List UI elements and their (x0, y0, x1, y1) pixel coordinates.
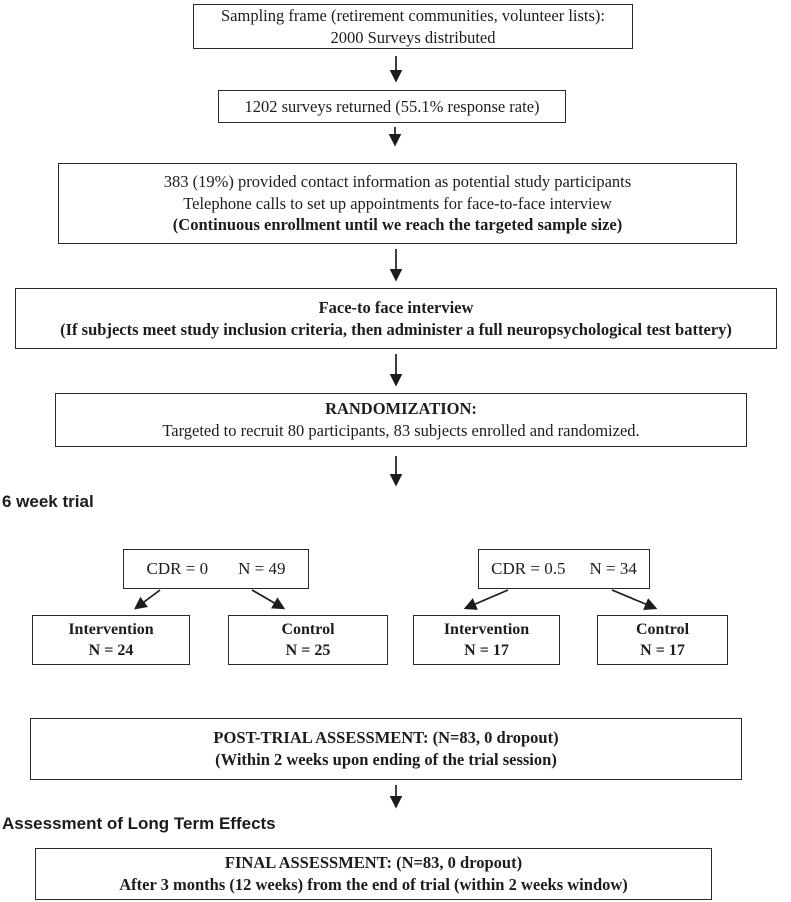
final-assessment-box: FINAL ASSESSMENT: (N=83, 0 dropout) Afte… (35, 848, 712, 900)
arm-box-cdr05-intervention: Intervention N = 17 (413, 615, 560, 665)
interview-line1: Face-to face interview (318, 297, 474, 317)
arm-name: Intervention (68, 620, 154, 638)
post-trial-assessment-box: POST-TRIAL ASSESSMENT: (N=83, 0 dropout)… (30, 718, 742, 780)
arm-n: N = 17 (640, 642, 685, 659)
contact-info-line1: 383 (19%) provided contact information a… (163, 171, 632, 191)
sampling-frame-line1: Sampling frame (retirement communities, … (221, 5, 605, 25)
arrow-cdr05-control (611, 589, 658, 610)
randomization-box: RANDOMIZATION: Targeted to recruit 80 pa… (55, 393, 747, 447)
section-label-6-week-trial: 6 week trial (2, 492, 94, 511)
cdr05-label: CDR = 0.5 (491, 558, 566, 578)
cdr0-label: CDR = 0 (146, 558, 209, 578)
cdr05-n: N = 34 (589, 558, 637, 578)
arm-name: Control (281, 620, 335, 638)
final-line1: FINAL ASSESSMENT: (N=83, 0 dropout) (224, 853, 523, 873)
arrow-cdr05-intervention (463, 589, 509, 610)
cdr0-box: CDR = 0 N = 49 (123, 549, 309, 589)
contact-info-line2: Telephone calls to set up appointments f… (183, 193, 612, 213)
interview-box: Face-to face interview (If subjects meet… (15, 288, 777, 349)
arm-name: Intervention (443, 620, 530, 638)
arm-n: N = 25 (285, 642, 331, 659)
arm-box-cdr05-control: Control N = 17 (597, 615, 728, 665)
interview-line2: (If subjects meet study inclusion criter… (60, 319, 732, 339)
arm-n: N = 17 (464, 642, 509, 659)
sampling-frame-box: Sampling frame (retirement communities, … (193, 4, 633, 49)
sampling-frame-line2: 2000 Surveys distributed (330, 27, 496, 47)
post-trial-line2: (Within 2 weeks upon ending of the trial… (215, 750, 557, 769)
arrow-cdr0-control (251, 589, 286, 610)
surveys-returned-box: 1202 surveys returned (55.1% response ra… (218, 90, 566, 123)
cdr05-box: CDR = 0.5 N = 34 (478, 549, 650, 589)
contact-info-line3: (Continuous enrollment until we reach th… (172, 215, 623, 235)
surveys-returned-line1: 1202 surveys returned (55.1% response ra… (244, 96, 540, 116)
arm-name: Control (635, 620, 690, 638)
contact-info-box: 383 (19%) provided contact information a… (58, 163, 737, 244)
randomization-title: RANDOMIZATION: (325, 399, 477, 419)
randomization-line2: Targeted to recruit 80 participants, 83 … (162, 421, 640, 440)
section-label-long-term-effects: Assessment of Long Term Effects (2, 814, 276, 833)
arm-n: N = 24 (88, 642, 134, 659)
arm-box-cdr0-control: Control N = 25 (228, 615, 388, 665)
arrow-cdr0-intervention (133, 589, 161, 610)
arm-box-cdr0-intervention: Intervention N = 24 (32, 615, 190, 665)
final-line2: After 3 months (12 weeks) from the end o… (119, 875, 628, 894)
post-trial-line1: POST-TRIAL ASSESSMENT: (N=83, 0 dropout) (213, 728, 559, 748)
cdr0-n: N = 49 (238, 558, 286, 578)
